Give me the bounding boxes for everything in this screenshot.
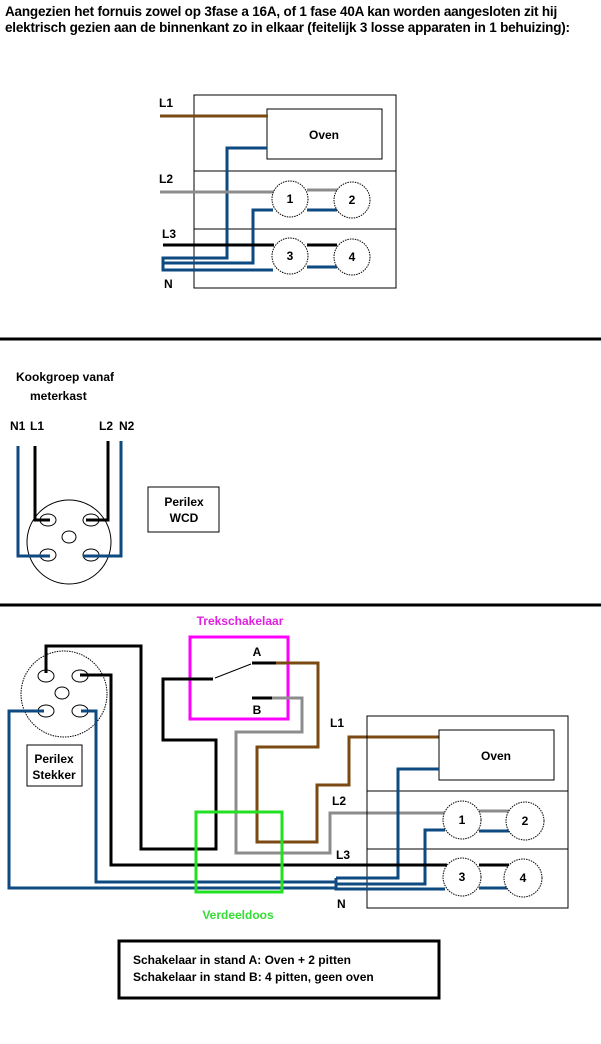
plug-l1-wire-to-switch: [44, 644, 218, 851]
l3-label: L3: [336, 848, 350, 862]
n-label: N: [337, 897, 346, 911]
perilex-wcd-label-line1: Perilex: [164, 495, 204, 509]
plug-n1-wire: [7, 709, 336, 890]
n2-label: N2: [119, 419, 135, 433]
intro-text: Aangezien het fornuis zowel op 3fase a 1…: [5, 4, 570, 35]
burner-2: [333, 181, 371, 219]
diagram-switch-wiring: Trekschakelaar A B Perilex Stekker Verde…: [7, 614, 569, 1000]
n2-wire: [83, 441, 123, 558]
burner-4-label: 4: [520, 871, 527, 885]
l1-label: L1: [30, 419, 44, 433]
l2-label: L2: [159, 172, 173, 186]
socket-pin-earth: [61, 530, 77, 544]
junction-box: [194, 810, 284, 894]
burner-2-label: 2: [349, 193, 356, 207]
burner-4: [333, 238, 371, 276]
neutral-wire-burner1: [163, 208, 273, 265]
socket-outline: [26, 499, 112, 585]
burner-3: [271, 237, 309, 275]
l1-wire: [33, 446, 50, 522]
oven-box: [266, 108, 383, 160]
n1-label: N1: [10, 419, 26, 433]
burner-1: [271, 180, 309, 218]
perilex-wcd-box: [147, 486, 220, 533]
switch-lever: [214, 663, 252, 679]
burner-1-label: 1: [287, 192, 294, 206]
burner-1: [442, 800, 482, 840]
oven-label: Oven: [481, 749, 511, 763]
oven-label: Oven: [309, 128, 339, 142]
junction-label: Verdeeldoos: [202, 908, 274, 922]
plug-outline: [20, 650, 108, 738]
switch-title: Trekschakelaar: [197, 614, 284, 628]
burner-4-label: 4: [349, 250, 356, 264]
neutral-wire-oven: [161, 146, 273, 272]
burner-2: [505, 801, 545, 841]
burner-3-label: 3: [459, 870, 466, 884]
diagram-internal-wiring: Oven 1 2 3 4 L1 L2 L3 N: [159, 94, 397, 291]
perilex-plug-box: [26, 744, 83, 787]
plug-pin-earth: [54, 686, 70, 700]
legend-line1: Schakelaar in stand A: Oven + 2 pitten: [133, 953, 351, 967]
switch-a-brown-wire: [255, 661, 440, 844]
burner-2-label: 2: [522, 814, 529, 828]
l3-label: L3: [162, 227, 176, 241]
perilex-wcd-label-line2: WCD: [170, 511, 199, 525]
burner-1-label: 1: [459, 813, 466, 827]
neutral-wire-burner1: [336, 828, 445, 886]
legend-box: [117, 939, 441, 1000]
plug-n2-wire: [81, 709, 336, 884]
plug-label-line2: Stekker: [32, 768, 76, 782]
l1-label: L1: [159, 96, 173, 110]
switch-position-b: B: [253, 703, 262, 717]
neutral-wire-burner3: [334, 878, 445, 891]
l2-label: L2: [99, 419, 113, 433]
oven-box: [438, 729, 555, 781]
burner-3-label: 3: [287, 249, 294, 263]
burner-4: [503, 858, 543, 898]
switch-position-a: A: [253, 645, 262, 659]
legend-line2: Schakelaar in stand B: 4 pitten, geen ov…: [133, 970, 374, 984]
n-label: N: [164, 277, 173, 291]
l1-label: L1: [330, 716, 344, 730]
plug-l2-wire-to-l3: [80, 673, 380, 867]
cooker-housing: [366, 715, 569, 909]
kookgroep-title-line2: meterkast: [30, 389, 87, 403]
switch-b-gray-wire: [234, 696, 445, 855]
neutral-wire-oven: [336, 767, 439, 880]
n1-wire: [16, 446, 50, 558]
diagram-perilex-socket: Kookgroep vanaf meterkast N1 L1 L2 N2 Pe…: [10, 370, 220, 585]
kookgroep-title-line1: Kookgroep vanaf: [16, 370, 115, 384]
l2-label: L2: [332, 794, 346, 808]
l2-wire: [86, 441, 110, 522]
plug-label-line1: Perilex: [34, 752, 74, 766]
burner-3: [442, 857, 482, 897]
